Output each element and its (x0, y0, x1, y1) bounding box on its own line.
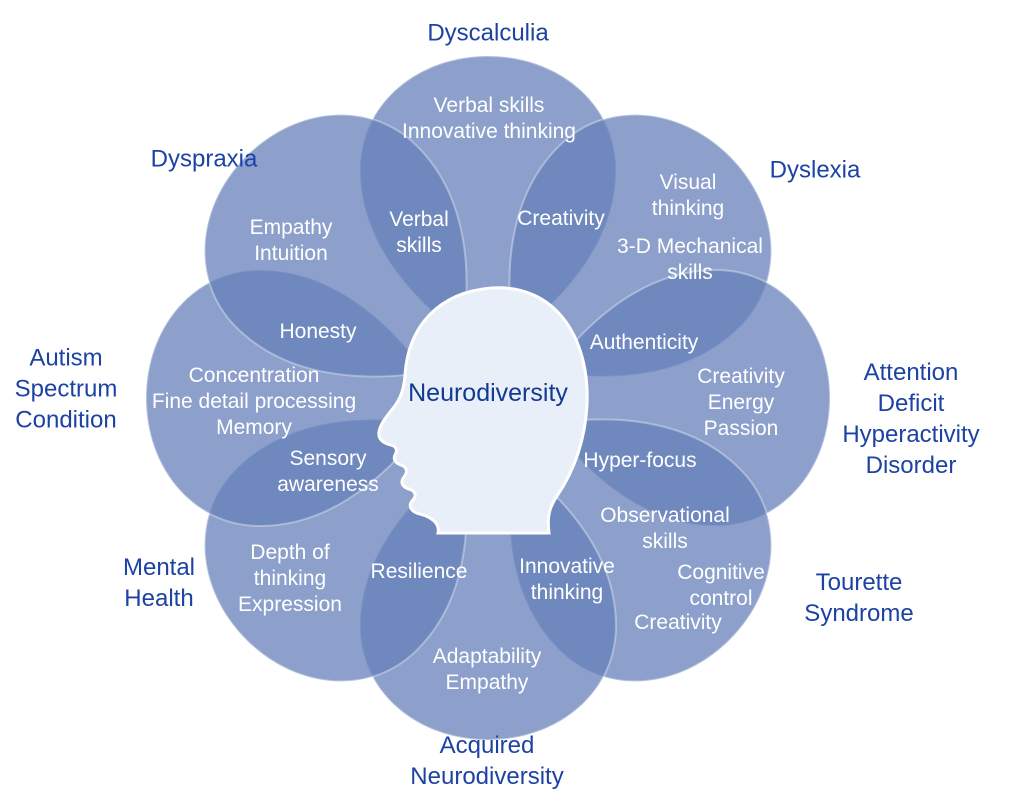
petal-group (144, 54, 832, 742)
head-silhouette (377, 286, 589, 535)
petal-dyspraxia (203, 113, 468, 378)
